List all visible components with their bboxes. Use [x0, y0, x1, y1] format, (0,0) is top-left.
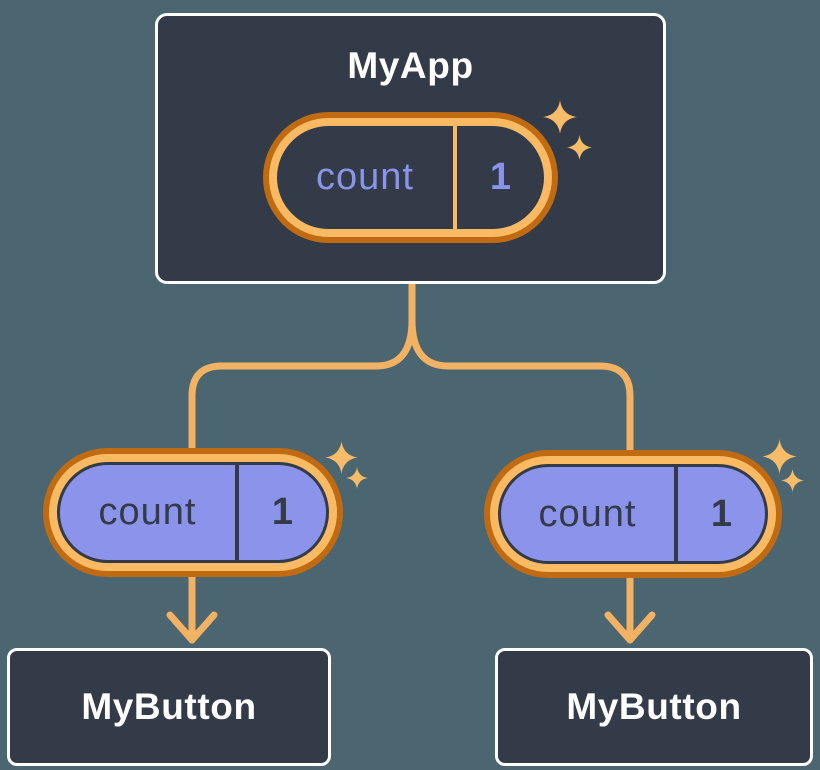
prop-pill-label-cell: count [501, 467, 674, 561]
prop-pill-left: count 1 [43, 448, 343, 577]
sparkle-icon [567, 135, 592, 160]
sparkle-icon [346, 467, 368, 489]
prop-pill-label-cell: count [60, 465, 235, 560]
prop-pill-value: 1 [710, 492, 733, 535]
sparkle-icon [762, 439, 797, 474]
arrowhead-left-icon [166, 611, 218, 644]
state-pill-divider [453, 126, 457, 229]
prop-pill-value-cell: 1 [678, 467, 765, 561]
state-pill-ring: count 1 [269, 118, 552, 237]
node-mybutton-title: MyButton [566, 686, 742, 727]
prop-pill-label: count [538, 492, 637, 535]
node-mybutton-left: MyButton [7, 648, 331, 766]
prop-pill-ring: count 1 [490, 456, 776, 572]
node-myapp-title: MyApp [347, 45, 474, 86]
state-pill-value-cell: 1 [457, 126, 544, 229]
state-pill-body: count 1 [277, 126, 544, 229]
prop-pill-label: count [98, 491, 197, 533]
connector-branch-right [408, 280, 634, 644]
arrowhead-right-icon [604, 611, 656, 644]
node-mybutton-title: MyButton [81, 686, 257, 727]
state-pill: count 1 [263, 112, 558, 243]
state-pill-value: 1 [489, 156, 512, 198]
prop-pill-value-cell: 1 [239, 465, 326, 560]
prop-pill-divider [235, 465, 239, 560]
sparkle-icon [781, 469, 804, 492]
prop-pill-body: count 1 [498, 464, 768, 564]
state-pill-label-cell: count [277, 126, 453, 229]
prop-pill-value: 1 [271, 491, 294, 533]
prop-pill-ring: count 1 [49, 454, 337, 571]
prop-pill-divider [674, 467, 678, 561]
sparkle-icon [543, 100, 577, 134]
prop-pill-right: count 1 [484, 450, 782, 578]
node-mybutton-right: MyButton [495, 648, 813, 766]
state-pill-label: count [316, 156, 414, 198]
prop-pill-body: count 1 [57, 462, 329, 563]
sparkle-icon [325, 441, 358, 474]
